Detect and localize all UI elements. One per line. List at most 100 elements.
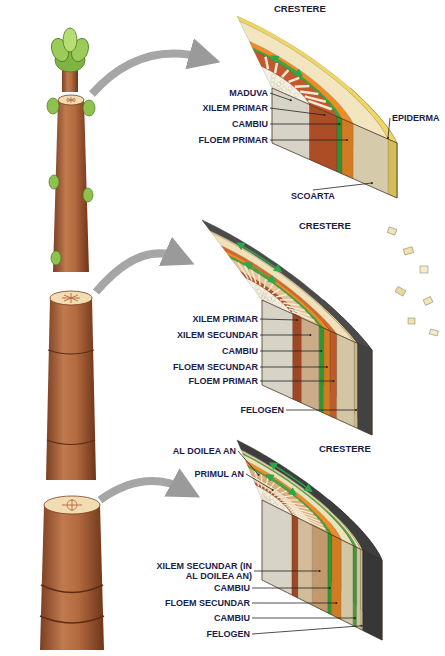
cut-pattern bbox=[62, 293, 80, 303]
medullary-ray bbox=[259, 274, 260, 285]
pith-cell bbox=[257, 289, 261, 293]
lateral-bud bbox=[49, 175, 59, 189]
part-label: AL DOILEA AN bbox=[173, 446, 236, 456]
pith-cell bbox=[266, 496, 270, 500]
cut-surface bbox=[58, 95, 84, 105]
medullary-ray bbox=[272, 289, 280, 294]
medullary-ray bbox=[275, 63, 277, 73]
pith-cell bbox=[286, 90, 290, 94]
lateral-bud bbox=[51, 251, 61, 265]
part-label: FELOGEN bbox=[206, 629, 250, 639]
pith-cell bbox=[280, 80, 284, 84]
part-label: PRIMUL AN bbox=[195, 469, 245, 479]
part-label: CAMBIU bbox=[222, 346, 258, 356]
front-face-layer bbox=[293, 314, 302, 403]
part-label: FELOGEN bbox=[240, 405, 284, 415]
part-label: CAMBIU bbox=[214, 583, 250, 593]
front-face-layer bbox=[328, 533, 332, 615]
cut-pattern bbox=[66, 97, 76, 103]
medullary-ray bbox=[268, 483, 274, 492]
leader-dot bbox=[346, 139, 348, 141]
part-label: FLOEM PRIMAR bbox=[189, 376, 259, 386]
front-face-layer bbox=[341, 540, 353, 626]
part-label: FLOEM PRIMAR bbox=[199, 135, 269, 145]
front-face-layer bbox=[319, 326, 323, 413]
leader-line bbox=[260, 367, 327, 368]
medullary-ray bbox=[268, 284, 273, 291]
bark-flake bbox=[395, 286, 406, 296]
front-face-layer bbox=[332, 535, 342, 620]
stem-cross-section bbox=[202, 220, 372, 435]
cross-sections bbox=[202, 16, 397, 640]
pith-cell bbox=[269, 495, 273, 499]
part-label: XILEM SECUNDAR (IN AL DOILEA AN) bbox=[144, 561, 252, 581]
node-ring bbox=[40, 616, 104, 623]
node-ring bbox=[47, 440, 95, 445]
twig-segment bbox=[46, 298, 96, 480]
pith-cell bbox=[280, 505, 284, 509]
front-face-layer bbox=[330, 331, 337, 419]
leader-dot bbox=[309, 334, 311, 336]
leader-dot bbox=[324, 114, 326, 116]
pith-cell bbox=[277, 82, 281, 86]
leader-dot bbox=[387, 137, 389, 139]
leader-dot bbox=[319, 570, 321, 572]
lateral-bud bbox=[83, 100, 95, 116]
leader-dot bbox=[333, 380, 335, 382]
front-face-layer bbox=[360, 549, 362, 630]
leader-dot bbox=[320, 350, 322, 352]
growth-arrow bbox=[274, 58, 300, 75]
part-label: EPIDERMA bbox=[392, 113, 440, 123]
part-label: XILEM PRIMAR bbox=[192, 314, 258, 324]
node-ring bbox=[41, 585, 103, 593]
front-face-layer bbox=[353, 124, 388, 194]
front-face-outline bbox=[262, 500, 382, 640]
leader-dot bbox=[354, 617, 356, 619]
leader-dot bbox=[339, 123, 341, 125]
bark-flake bbox=[387, 227, 397, 235]
leader-dot bbox=[355, 409, 357, 411]
leader-line bbox=[313, 183, 372, 190]
part-label: FLOEM SECUNDAR bbox=[165, 598, 250, 608]
leader-line bbox=[252, 588, 330, 589]
leader-line bbox=[260, 335, 310, 336]
pith-cell bbox=[255, 285, 259, 289]
pith-cell bbox=[282, 86, 286, 90]
pointer-arrow bbox=[96, 253, 180, 292]
front-face-layer bbox=[312, 525, 328, 613]
bark-flake bbox=[403, 247, 413, 255]
leader-lines bbox=[238, 93, 390, 634]
bark-flakes bbox=[387, 227, 438, 336]
growth-arrow bbox=[269, 476, 294, 493]
twig-piece bbox=[46, 291, 96, 480]
twig-piece bbox=[47, 95, 95, 272]
medullary-ray bbox=[282, 70, 288, 77]
bud-scale bbox=[63, 28, 77, 52]
twig-piece bbox=[40, 496, 104, 650]
front-face-layer bbox=[262, 500, 292, 595]
pointer-arrow bbox=[92, 54, 205, 95]
front-face-layer bbox=[357, 547, 361, 629]
medullary-ray bbox=[283, 303, 299, 305]
pith-cell bbox=[288, 86, 292, 90]
front-face-layer bbox=[324, 328, 331, 416]
front-face-layer bbox=[262, 300, 293, 399]
leader-dot bbox=[296, 319, 298, 321]
part-label: MADUVA bbox=[229, 88, 268, 98]
leader-dot bbox=[335, 602, 337, 604]
cut-surface bbox=[50, 291, 92, 305]
leader-line bbox=[260, 351, 321, 352]
medullary-ray bbox=[271, 487, 281, 494]
leader-dot bbox=[361, 625, 363, 627]
stem-cross-section bbox=[237, 440, 382, 640]
pith-cell bbox=[263, 290, 267, 294]
medullary-ray bbox=[245, 266, 252, 281]
leader-line bbox=[252, 618, 355, 619]
leader-line bbox=[270, 108, 325, 115]
front-face-layer bbox=[337, 117, 342, 174]
medullary-ray bbox=[276, 295, 287, 297]
front-face-layer bbox=[342, 119, 353, 179]
pith-cell bbox=[271, 296, 275, 300]
lateral-bud bbox=[83, 188, 93, 202]
